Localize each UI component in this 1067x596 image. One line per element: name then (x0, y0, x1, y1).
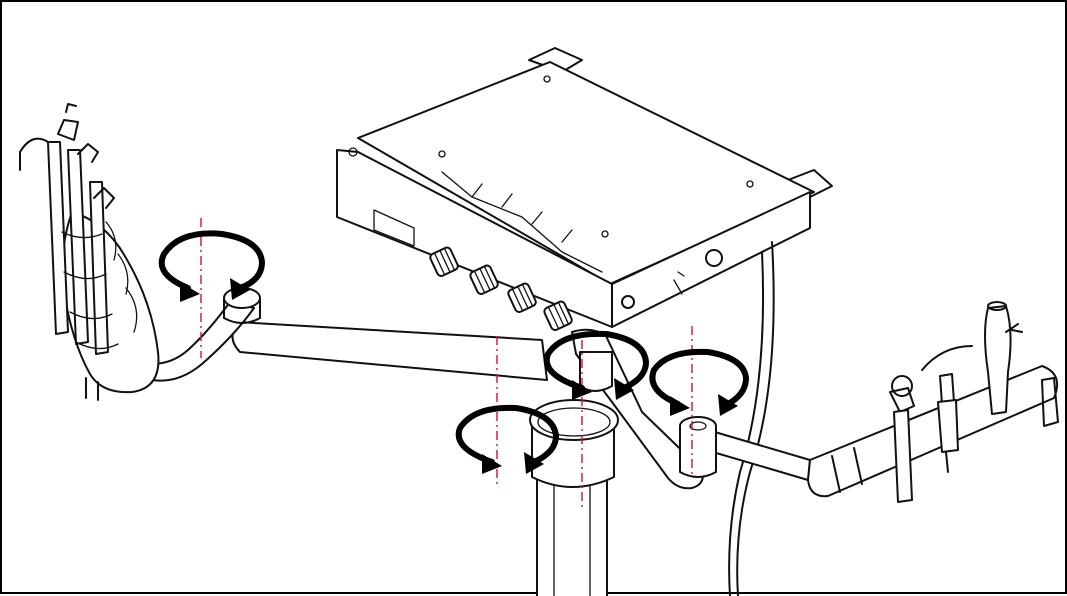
center-hub (571, 328, 704, 490)
hose (736, 241, 775, 596)
rotation-arrow-icon (158, 230, 266, 302)
rotation-arrow-icon (649, 348, 750, 416)
right-swing-arm (679, 416, 811, 481)
left-swing-arm (151, 287, 548, 382)
hose-inner (728, 251, 765, 596)
control-knobs (429, 246, 573, 331)
rotation-arrows (158, 230, 750, 474)
support-pole (529, 399, 619, 596)
rotation-arrow-icon (543, 330, 650, 400)
right-instrument-holder (807, 301, 1059, 503)
control-box (336, 47, 833, 328)
left-instrument-holder (19, 103, 160, 401)
rotation-arrow-icon (455, 404, 560, 474)
